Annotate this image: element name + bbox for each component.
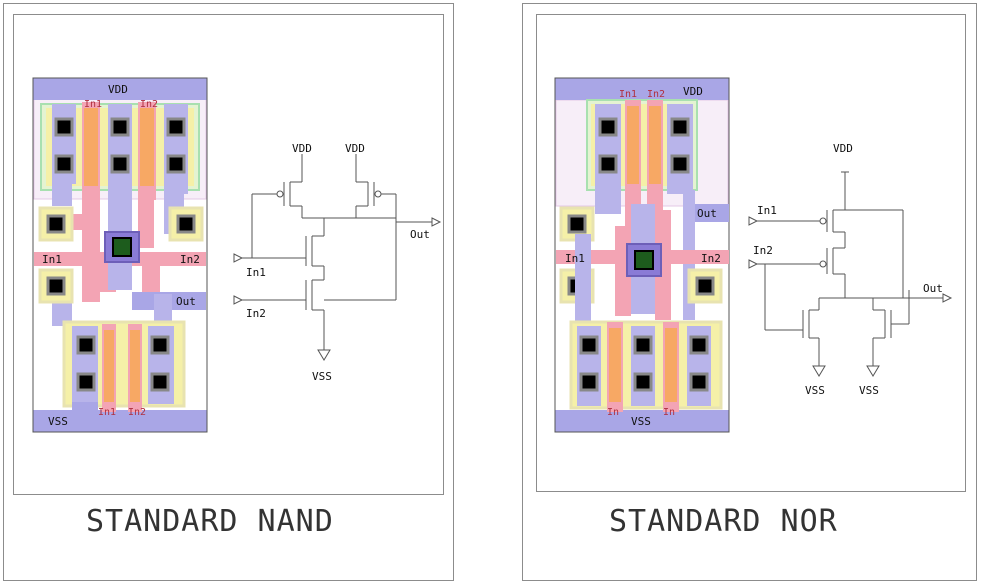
- nor-metal-left-v: [575, 234, 591, 324]
- nand-poly-in1-row: [34, 252, 114, 266]
- nand-poly-mid-1: [70, 214, 100, 230]
- nand-layout-out-label: Out: [176, 295, 196, 308]
- nor-vdd-rail: [555, 78, 729, 100]
- nand-layout-vdd-label: VDD: [108, 83, 128, 96]
- nand-metal-left-down: [52, 184, 72, 206]
- nand-layout-poly-bot-1: In1: [98, 407, 116, 418]
- nor-caption: STANDARD NOR: [609, 504, 838, 539]
- nand-nmos-contacts: [76, 335, 170, 392]
- nor-nselect-1: [609, 328, 621, 402]
- nand-caption: STANDARD NAND: [86, 504, 334, 539]
- nor-layout-poly-top-1: In1: [619, 89, 637, 100]
- nor-layout-poly-bot-1: In: [607, 407, 619, 418]
- nor-layout-poly-top-2: In2: [647, 89, 665, 100]
- nor-figure: In1 In2 VDD Out In1 In2 In In VSS: [554, 77, 953, 433]
- nand-sch-out: Out: [410, 228, 430, 241]
- nor-layout-in2-label: In2: [701, 252, 721, 265]
- nor-sch-in1: In1: [757, 204, 777, 217]
- nor-sch-vdd: VDD: [833, 142, 853, 155]
- nor-poly-in2-row: [655, 250, 729, 264]
- nand-layout-poly-bot-2: In2: [128, 407, 146, 418]
- nor-layout-vdd-label: VDD: [683, 85, 703, 98]
- nand-pselect-2: [140, 108, 154, 186]
- nand-vdd-rail: [33, 78, 207, 100]
- nor-sch-vss-1: VSS: [805, 384, 825, 397]
- nand-vss-rail: [33, 410, 207, 432]
- nand-layout: VDD In1 In2 In1 In2 Out In1 In2 VSS: [32, 77, 208, 433]
- nand-nmos-nselect-2: [130, 330, 140, 402]
- nor-in1-contact-1: [567, 214, 587, 234]
- nor-sch-out: Out: [923, 282, 943, 295]
- nand-sch-in2: In2: [246, 307, 266, 320]
- nor-layout-in1-label: In1: [565, 252, 585, 265]
- nand-figure-frame: [13, 14, 444, 495]
- nor-pmos-contacts: [598, 117, 690, 174]
- nand-layout-vss-label: VSS: [48, 415, 68, 428]
- nor-layout: In1 In2 VDD Out In1 In2 In In VSS: [554, 77, 730, 433]
- nand-pmos-contacts: [54, 117, 186, 174]
- nor-in2-contact: [695, 276, 715, 296]
- nand-sch-in1: In1: [246, 266, 266, 279]
- nand-in1-contact-1: [46, 214, 66, 234]
- nor-layout-out-label: Out: [697, 207, 717, 220]
- nor-vss-rail: [555, 410, 729, 432]
- nor-pselect-2: [649, 106, 661, 184]
- nand-layout-poly-top-2: In2: [140, 99, 158, 110]
- nand-cell-outline: [32, 77, 208, 433]
- nor-schematic: [748, 171, 953, 377]
- nor-sch-in2: In2: [753, 244, 773, 257]
- nor-poly-mid2: [655, 210, 671, 320]
- nor-nmos-contacts: [579, 335, 709, 392]
- nand-sch-vdd-1: VDD: [292, 142, 312, 155]
- nor-layout-poly-bot-2: In: [663, 407, 675, 418]
- nand-pselect-1: [84, 108, 98, 186]
- nor-via-inner: [634, 250, 654, 270]
- nand-in2-contact: [176, 214, 196, 234]
- nor-nselect-2: [665, 328, 677, 402]
- nand-figure: VDD In1 In2 In1 In2 Out In1 In2 VSS: [32, 77, 442, 433]
- nand-sch-vss: VSS: [312, 370, 332, 383]
- nand-layout-poly-top-1: In1: [84, 99, 102, 110]
- nor-layout-vss-label: VSS: [631, 415, 651, 428]
- nand-via-out-inner: [112, 237, 132, 257]
- nand-sch-vdd-2: VDD: [345, 142, 365, 155]
- nand-panel: VDD In1 In2 In1 In2 Out In1 In2 VSS: [3, 3, 454, 581]
- nand-poly-mid-2: [138, 200, 154, 248]
- nor-pselect-1: [627, 106, 639, 184]
- nand-nmos-nselect-1: [104, 330, 114, 402]
- nor-sch-vss-2: VSS: [859, 384, 879, 397]
- nand-in1-contact-2: [46, 276, 66, 296]
- nor-figure-frame: [536, 14, 966, 492]
- nand-schematic: [233, 154, 442, 361]
- nand-vss-tap: [72, 402, 98, 412]
- nand-layout-in2-label: In2: [180, 253, 200, 266]
- nor-panel: In1 In2 VDD Out In1 In2 In In VSS: [522, 3, 977, 581]
- nand-poly-diag2: [142, 262, 160, 292]
- nand-layout-in1-label: In1: [42, 253, 62, 266]
